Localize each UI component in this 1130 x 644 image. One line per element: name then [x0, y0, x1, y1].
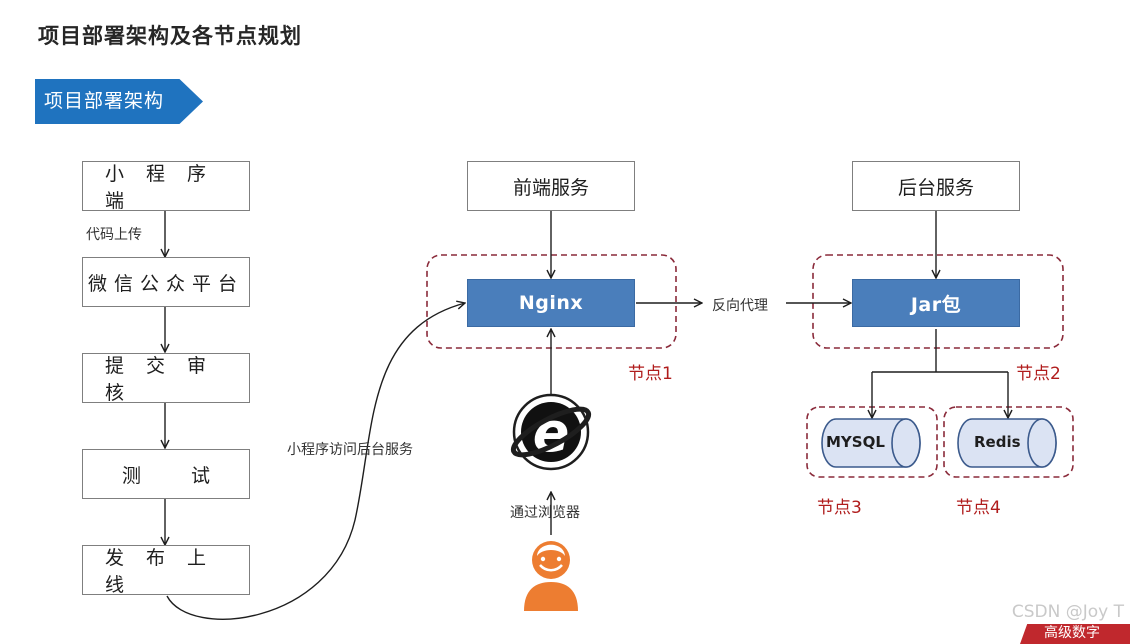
user-headset-icon	[524, 541, 578, 611]
proxy-label: 反向代理	[712, 298, 768, 314]
redis-label: Redis	[974, 433, 1021, 451]
step-release: 发布上线	[82, 545, 250, 596]
miniprogram-access-label: 小程序访问后台服务	[287, 442, 413, 458]
step-wechat-platform: 微信公众平台	[82, 257, 250, 307]
step-test: 测 试	[82, 449, 250, 499]
step-miniprogram: 小程序端	[82, 161, 250, 212]
step-submit-review: 提交审核	[82, 353, 250, 404]
nginx-box: Nginx	[467, 279, 635, 327]
section-tag: 项目部署架构	[35, 79, 203, 124]
internet-explorer-icon: e	[510, 393, 592, 471]
mysql-label: MYSQL	[826, 433, 885, 451]
watermark: CSDN @Joy T	[1011, 602, 1124, 622]
miniprogram-access-curve	[166, 303, 465, 620]
node2-label: 节点2	[1016, 364, 1061, 384]
upload-label: 代码上传	[86, 227, 142, 243]
node3-label: 节点3	[817, 498, 862, 518]
browser-label: 通过浏览器	[510, 505, 580, 521]
mysql-cylinder	[821, 418, 921, 468]
page-title: 项目部署架构及各节点规划	[38, 24, 302, 48]
node2-group	[812, 254, 1064, 349]
redis-cylinder	[957, 418, 1057, 468]
jar-box: Jar包	[852, 279, 1020, 327]
corner-banner: 高级数字	[1020, 624, 1130, 644]
backend-service-box: 后台服务	[852, 161, 1020, 211]
node4-label: 节点4	[956, 498, 1001, 518]
node1-label: 节点1	[628, 364, 673, 384]
frontend-service-box: 前端服务	[467, 161, 635, 211]
